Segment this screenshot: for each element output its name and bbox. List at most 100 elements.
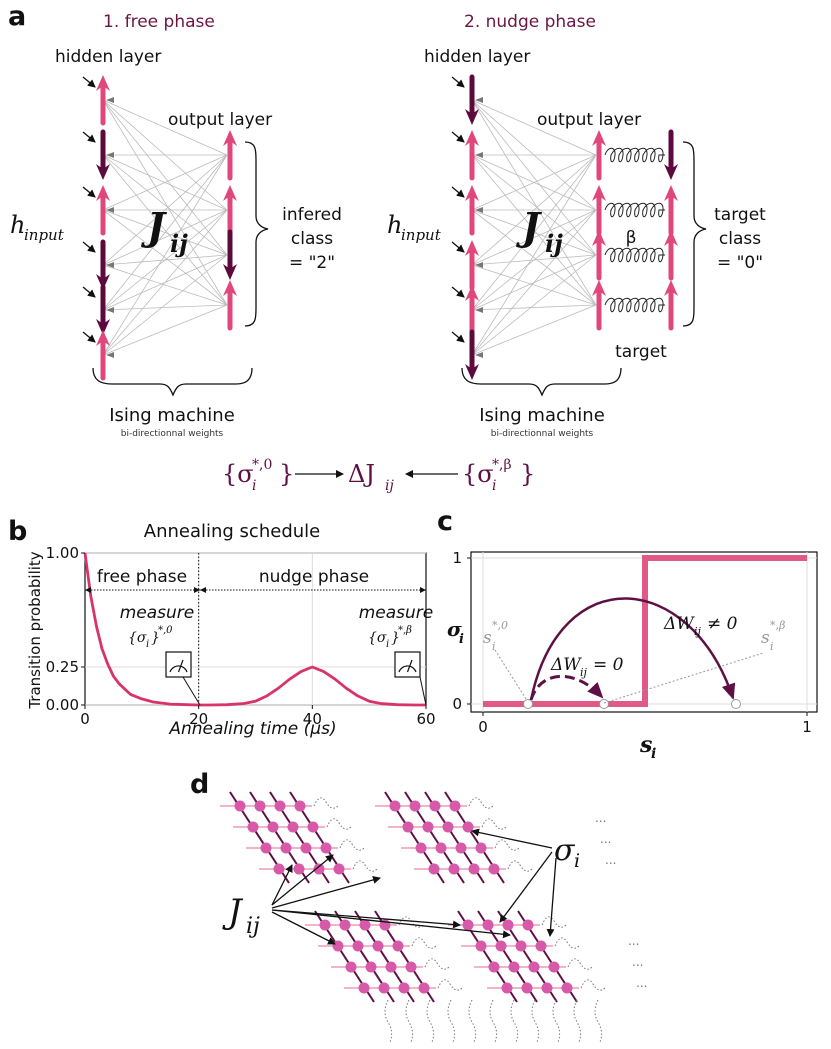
meter-icon-right bbox=[394, 651, 427, 706]
x-tick-label: 60 bbox=[416, 710, 435, 728]
svg-text:ΔW: ΔW bbox=[663, 614, 695, 634]
nudge-phase-label: nudge phase bbox=[259, 567, 369, 587]
continuation bbox=[313, 797, 339, 809]
panel-d-letter: d bbox=[190, 769, 209, 800]
infered-class-label: infered class = "2" bbox=[282, 205, 342, 273]
h-input-free: h input bbox=[10, 211, 65, 244]
ellipsis: ... bbox=[628, 934, 639, 948]
ellipsis: ... bbox=[636, 976, 647, 990]
svg-text:σ: σ bbox=[447, 617, 462, 641]
svg-text:target: target bbox=[714, 205, 766, 225]
continuation bbox=[384, 999, 393, 1043]
svg-text:J: J bbox=[516, 204, 543, 249]
measure-label-left: measure bbox=[120, 603, 195, 623]
svg-text:h: h bbox=[387, 211, 402, 239]
spin-node bbox=[293, 863, 305, 875]
measure-set-right: {σ i } *,β bbox=[368, 625, 412, 650]
c-y-tick-0: 0 bbox=[452, 695, 462, 713]
svg-text:ij: ij bbox=[694, 625, 702, 638]
target-class-label: target class = "0" bbox=[714, 205, 766, 273]
weight-connections bbox=[102, 97, 228, 358]
target-spin bbox=[664, 129, 678, 180]
output-spin bbox=[223, 229, 237, 280]
hidden-layer-label-free: hidden layer bbox=[55, 47, 161, 67]
chart-grid bbox=[85, 552, 426, 706]
output-spin bbox=[592, 185, 606, 236]
c-y-tick-1: 1 bbox=[452, 549, 462, 567]
spin-node bbox=[358, 982, 370, 994]
spin-node bbox=[418, 982, 430, 994]
svg-text:σ: σ bbox=[554, 833, 576, 868]
spin-node bbox=[475, 842, 487, 854]
spin-node bbox=[442, 821, 454, 833]
ellipsis: ... bbox=[632, 955, 643, 969]
output-spin bbox=[592, 230, 606, 281]
svg-text:*,β: *,β bbox=[770, 619, 785, 632]
spin-node bbox=[508, 961, 520, 973]
svg-text:s: s bbox=[639, 732, 652, 758]
svg-text:h: h bbox=[10, 211, 25, 239]
svg-text:{σ: {σ bbox=[462, 460, 494, 488]
spin-node bbox=[541, 982, 553, 994]
output-spin bbox=[592, 280, 606, 331]
spin-node bbox=[267, 821, 279, 833]
continuation bbox=[489, 999, 498, 1043]
spin-node bbox=[392, 940, 404, 952]
svg-text:input: input bbox=[401, 226, 442, 244]
nudge-phase-network bbox=[451, 74, 678, 380]
ising-brace-free bbox=[92, 367, 253, 397]
hidden-spin bbox=[96, 185, 110, 236]
spin-node bbox=[319, 919, 331, 931]
spin-node bbox=[455, 842, 467, 854]
free-phase-title: 1. free phase bbox=[103, 12, 215, 32]
continuation bbox=[541, 916, 567, 928]
continuation bbox=[580, 979, 606, 991]
bi-weights-label-nudge: bi-directionnal weights bbox=[491, 429, 594, 439]
continuation bbox=[554, 937, 580, 949]
beta-label: β bbox=[626, 228, 637, 248]
j-ij-label-d: J ij bbox=[222, 892, 260, 939]
svg-text:class: class bbox=[719, 229, 761, 249]
spin-node bbox=[307, 821, 319, 833]
svg-text:J: J bbox=[222, 892, 244, 932]
continuation bbox=[531, 999, 540, 1043]
s-free-equilibrium-label: s i *,0 bbox=[483, 619, 508, 653]
continuation bbox=[437, 979, 463, 991]
svg-text:s: s bbox=[483, 628, 492, 648]
svg-text:*,β: *,β bbox=[492, 457, 512, 473]
spin-node bbox=[294, 800, 306, 812]
nudge-phase-title: 2. nudge phase bbox=[464, 12, 596, 32]
continuation bbox=[424, 958, 450, 970]
output-brace-free bbox=[244, 141, 269, 327]
svg-text:}: } bbox=[151, 630, 160, 646]
continuation bbox=[352, 860, 378, 872]
step-plot-ticks bbox=[467, 557, 808, 716]
spin-node bbox=[234, 800, 246, 812]
spin-node bbox=[273, 863, 285, 875]
spin-node bbox=[247, 821, 259, 833]
continuation bbox=[552, 999, 561, 1043]
svg-text:i: i bbox=[574, 850, 580, 872]
spin-node bbox=[300, 842, 312, 854]
ising-machine-label-nudge: Ising machine bbox=[479, 405, 605, 426]
spin-node bbox=[345, 961, 357, 973]
nudge-spring bbox=[604, 297, 665, 313]
spin-node bbox=[495, 940, 507, 952]
continuation bbox=[468, 999, 477, 1043]
s-nudge-equilibrium-label: s i *,β bbox=[761, 619, 785, 653]
measure-set-left: {σ i } *,0 bbox=[128, 625, 173, 650]
spin-node bbox=[488, 863, 500, 875]
svg-text:}: } bbox=[520, 460, 535, 488]
spin-node bbox=[528, 961, 540, 973]
spin-node bbox=[535, 940, 547, 952]
spin-node bbox=[402, 821, 414, 833]
spin-node bbox=[378, 982, 390, 994]
nudge-spring bbox=[604, 147, 665, 163]
output-spin bbox=[223, 280, 237, 331]
svg-text:i: i bbox=[386, 639, 389, 650]
hidden-layer-label-nudge: hidden layer bbox=[424, 47, 530, 67]
svg-text:s: s bbox=[761, 628, 770, 648]
svg-text:infered: infered bbox=[282, 205, 342, 225]
y-tick-label: 0.00 bbox=[46, 696, 79, 714]
spin-node bbox=[468, 863, 480, 875]
